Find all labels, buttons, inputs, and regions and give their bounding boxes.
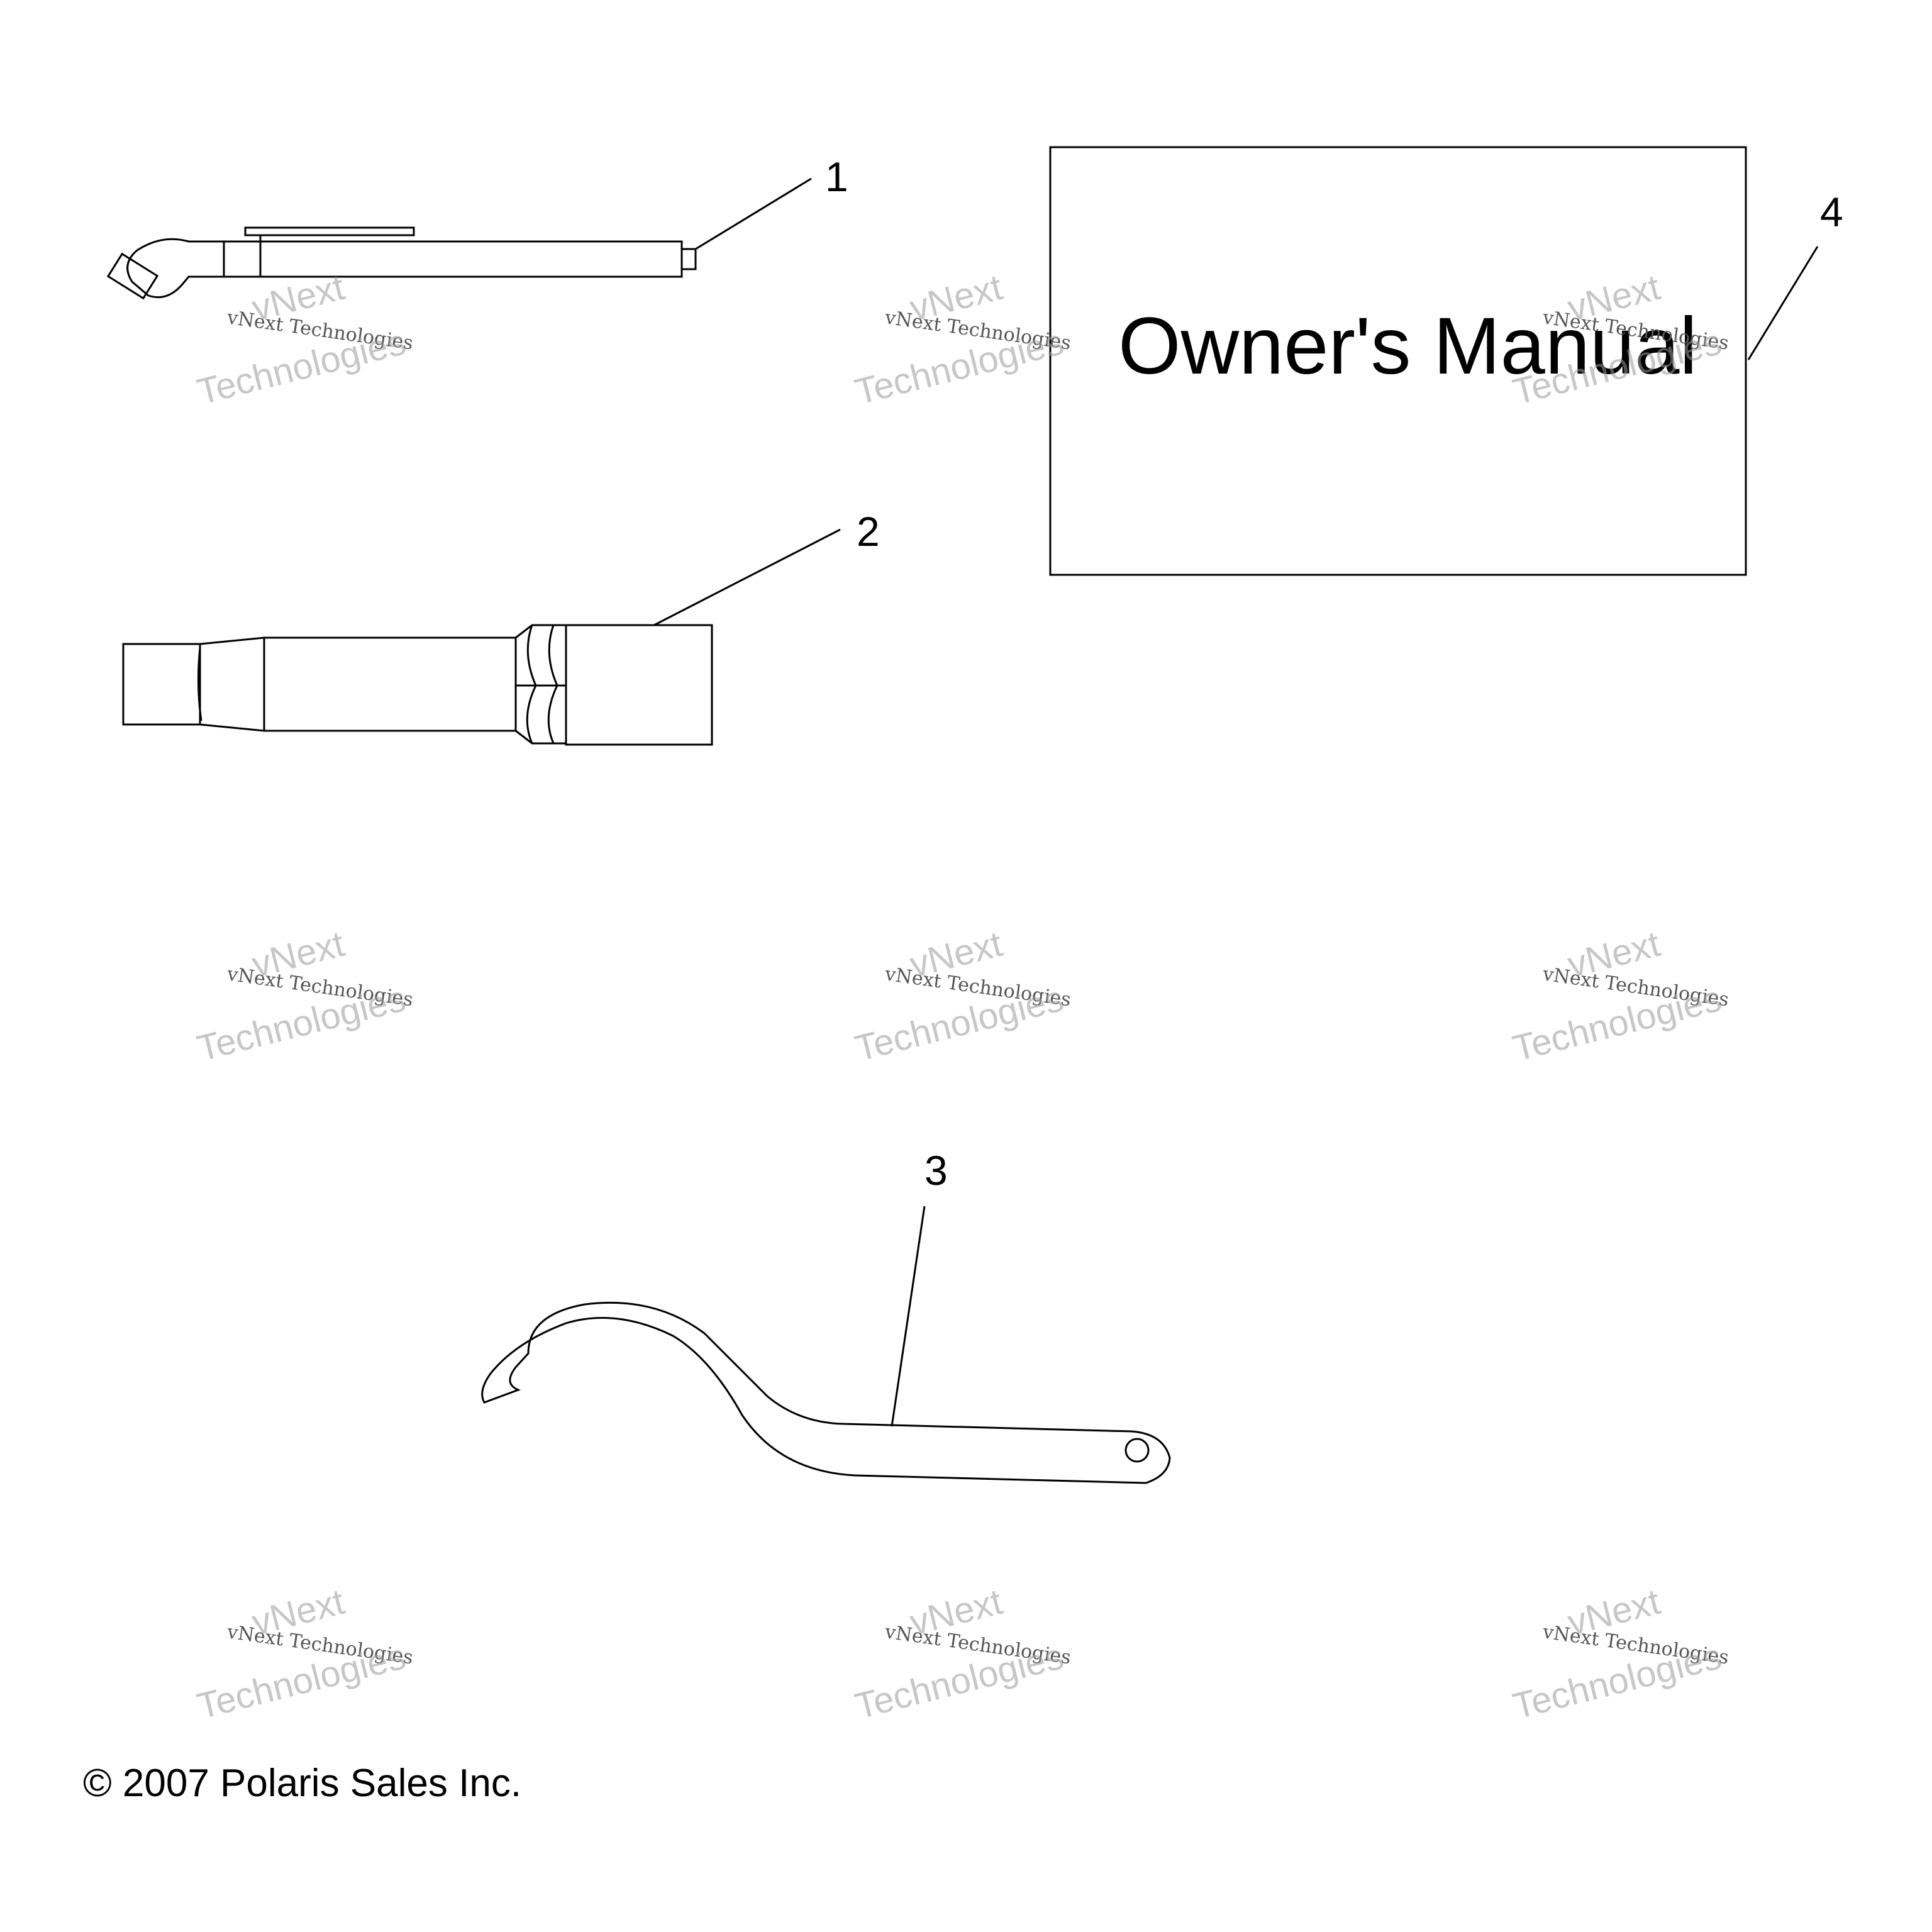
manual-title: Owner's Manual <box>1118 301 1697 391</box>
leader-2 <box>653 528 841 626</box>
part-3-spanner-wrench <box>481 1301 1171 1484</box>
part-1-tire-gauge <box>106 226 697 300</box>
part-2-spark-plug-socket <box>122 624 713 746</box>
callout-2: 2 <box>857 508 880 555</box>
leader-4 <box>1747 246 1819 360</box>
callout-3: 3 <box>924 1147 948 1194</box>
leader-1 <box>695 177 812 250</box>
part-4-owners-manual: Owner's Manual <box>1049 146 1747 576</box>
callout-1: 1 <box>825 153 848 200</box>
callout-4: 4 <box>1820 189 1843 235</box>
leader-3 <box>891 1206 926 1427</box>
copyright-notice: © 2007 Polaris Sales Inc. <box>83 1762 522 1805</box>
